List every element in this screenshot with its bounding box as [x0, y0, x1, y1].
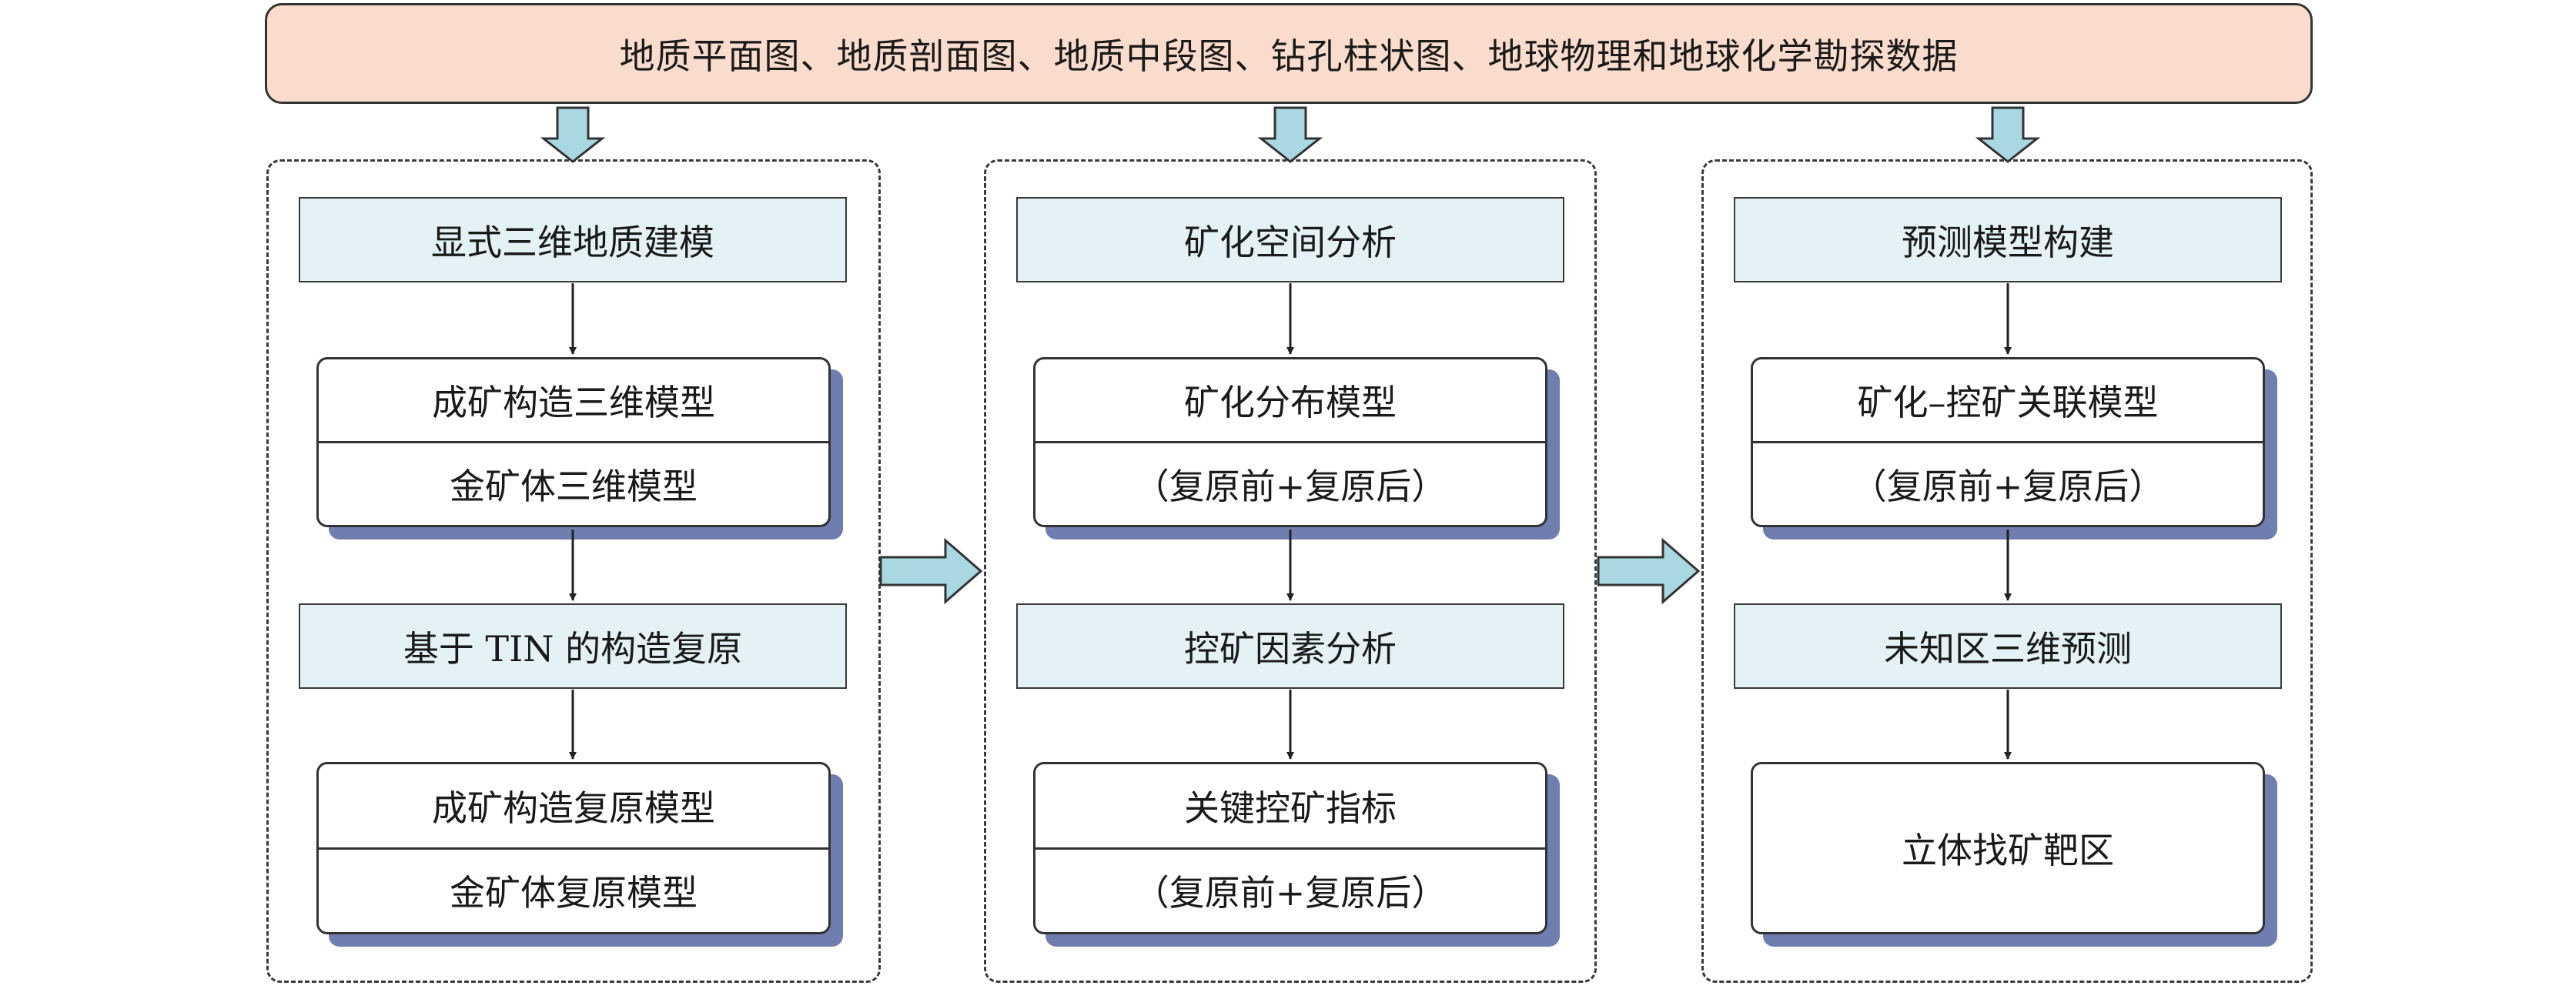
down-arrow-icon: [540, 106, 606, 163]
card-row: 矿化–控矿关联模型: [1857, 382, 2159, 423]
right-arrow-icon: [879, 537, 983, 605]
card-association-model: 矿化–控矿关联模型 （复原前+复原后）: [1751, 357, 2265, 527]
card-3d-models: 成矿构造三维模型 金矿体三维模型: [316, 357, 831, 527]
step-prediction-model-building: 预测模型构建: [1734, 197, 2282, 282]
source-data-banner: 地质平面图、地质剖面图、地质中段图、钻孔柱状图、地球物理和地球化学勘探数据: [265, 3, 2313, 104]
card-row: 金矿体三维模型: [319, 441, 828, 525]
source-data-label: 地质平面图、地质剖面图、地质中段图、钻孔柱状图、地球物理和地球化学勘探数据: [619, 35, 1959, 77]
right-arrow-icon: [1597, 537, 1701, 605]
card-mineralization-distribution: 矿化分布模型 （复原前+复原后）: [1033, 357, 1547, 527]
step-label: 控矿因素分析: [1184, 627, 1397, 670]
card-key-indicators: 关键控矿指标 （复原前+复原后）: [1033, 762, 1547, 934]
card-row: 立体找矿靶区: [1902, 830, 2114, 871]
card-restored-models: 成矿构造复原模型 金矿体复原模型: [316, 762, 831, 934]
card-row: 金矿体复原模型: [319, 847, 828, 933]
card-row: 成矿构造三维模型: [432, 382, 715, 423]
card-row: （复原前+复原后）: [1035, 847, 1545, 933]
card-row: 矿化分布模型: [1184, 382, 1397, 423]
step-label: 矿化空间分析: [1184, 221, 1397, 263]
step-3d-geological-modeling: 显式三维地质建模: [299, 197, 847, 282]
step-3d-prediction: 未知区三维预测: [1734, 603, 2282, 689]
step-label: 预测模型构建: [1902, 221, 2114, 263]
step-ore-control-analysis: 控矿因素分析: [1016, 603, 1564, 689]
down-arrow-icon: [1257, 106, 1323, 163]
down-arrow-icon: [1975, 106, 2041, 163]
card-row: 关键控矿指标: [1184, 787, 1397, 829]
step-label: 显式三维地质建模: [431, 221, 714, 263]
step-label: 未知区三维预测: [1884, 627, 2132, 670]
card-row: （复原前+复原后）: [1753, 441, 2263, 525]
card-row: （复原前+复原后）: [1035, 441, 1545, 525]
step-label: 基于 TIN 的构造复原: [403, 627, 743, 670]
step-tin-restoration: 基于 TIN 的构造复原: [299, 603, 847, 689]
card-row: 成矿构造复原模型: [432, 787, 715, 829]
step-mineralization-spatial-analysis: 矿化空间分析: [1016, 197, 1564, 282]
card-prospecting-targets: 立体找矿靶区: [1751, 762, 2265, 934]
